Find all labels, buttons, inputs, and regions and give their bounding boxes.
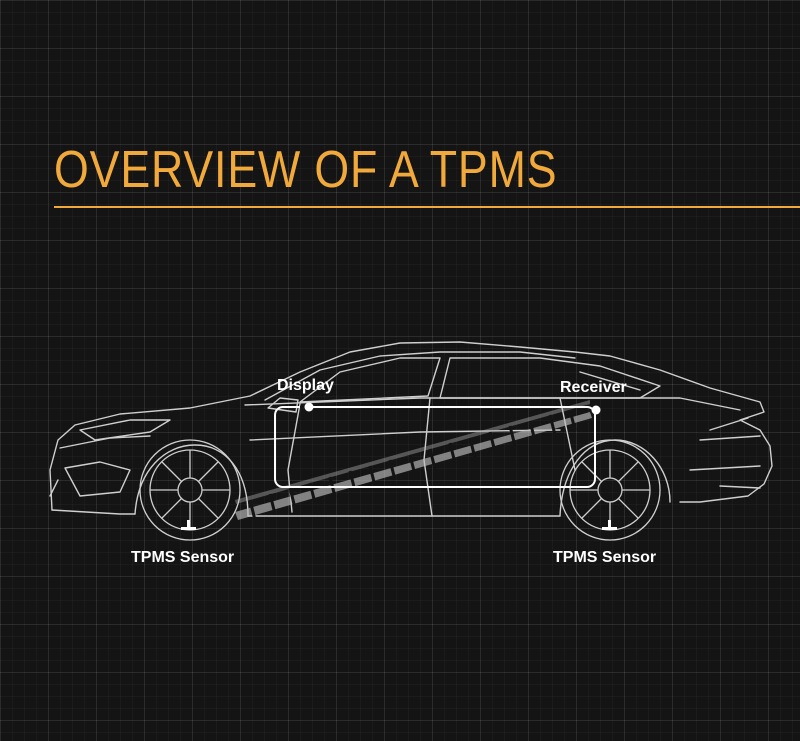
signal-gaps [248,409,577,521]
rear-sensor-marker [602,520,617,530]
page-title: OVERVIEW OF A TPMS [54,141,558,199]
receiver-label: Receiver [560,379,627,396]
display-receiver-link [274,406,596,488]
display-marker [304,402,314,412]
rear-wheel [559,439,661,541]
title-underline [54,206,800,208]
car-outline [49,341,773,517]
receiver-marker [591,405,601,415]
rear-tpms-sensor-label: TPMS Sensor [553,549,657,566]
display-label: Display [277,377,334,394]
front-sensor-marker [181,520,196,530]
front-tpms-sensor-label: TPMS Sensor [131,549,235,566]
signal-waves [235,400,592,520]
